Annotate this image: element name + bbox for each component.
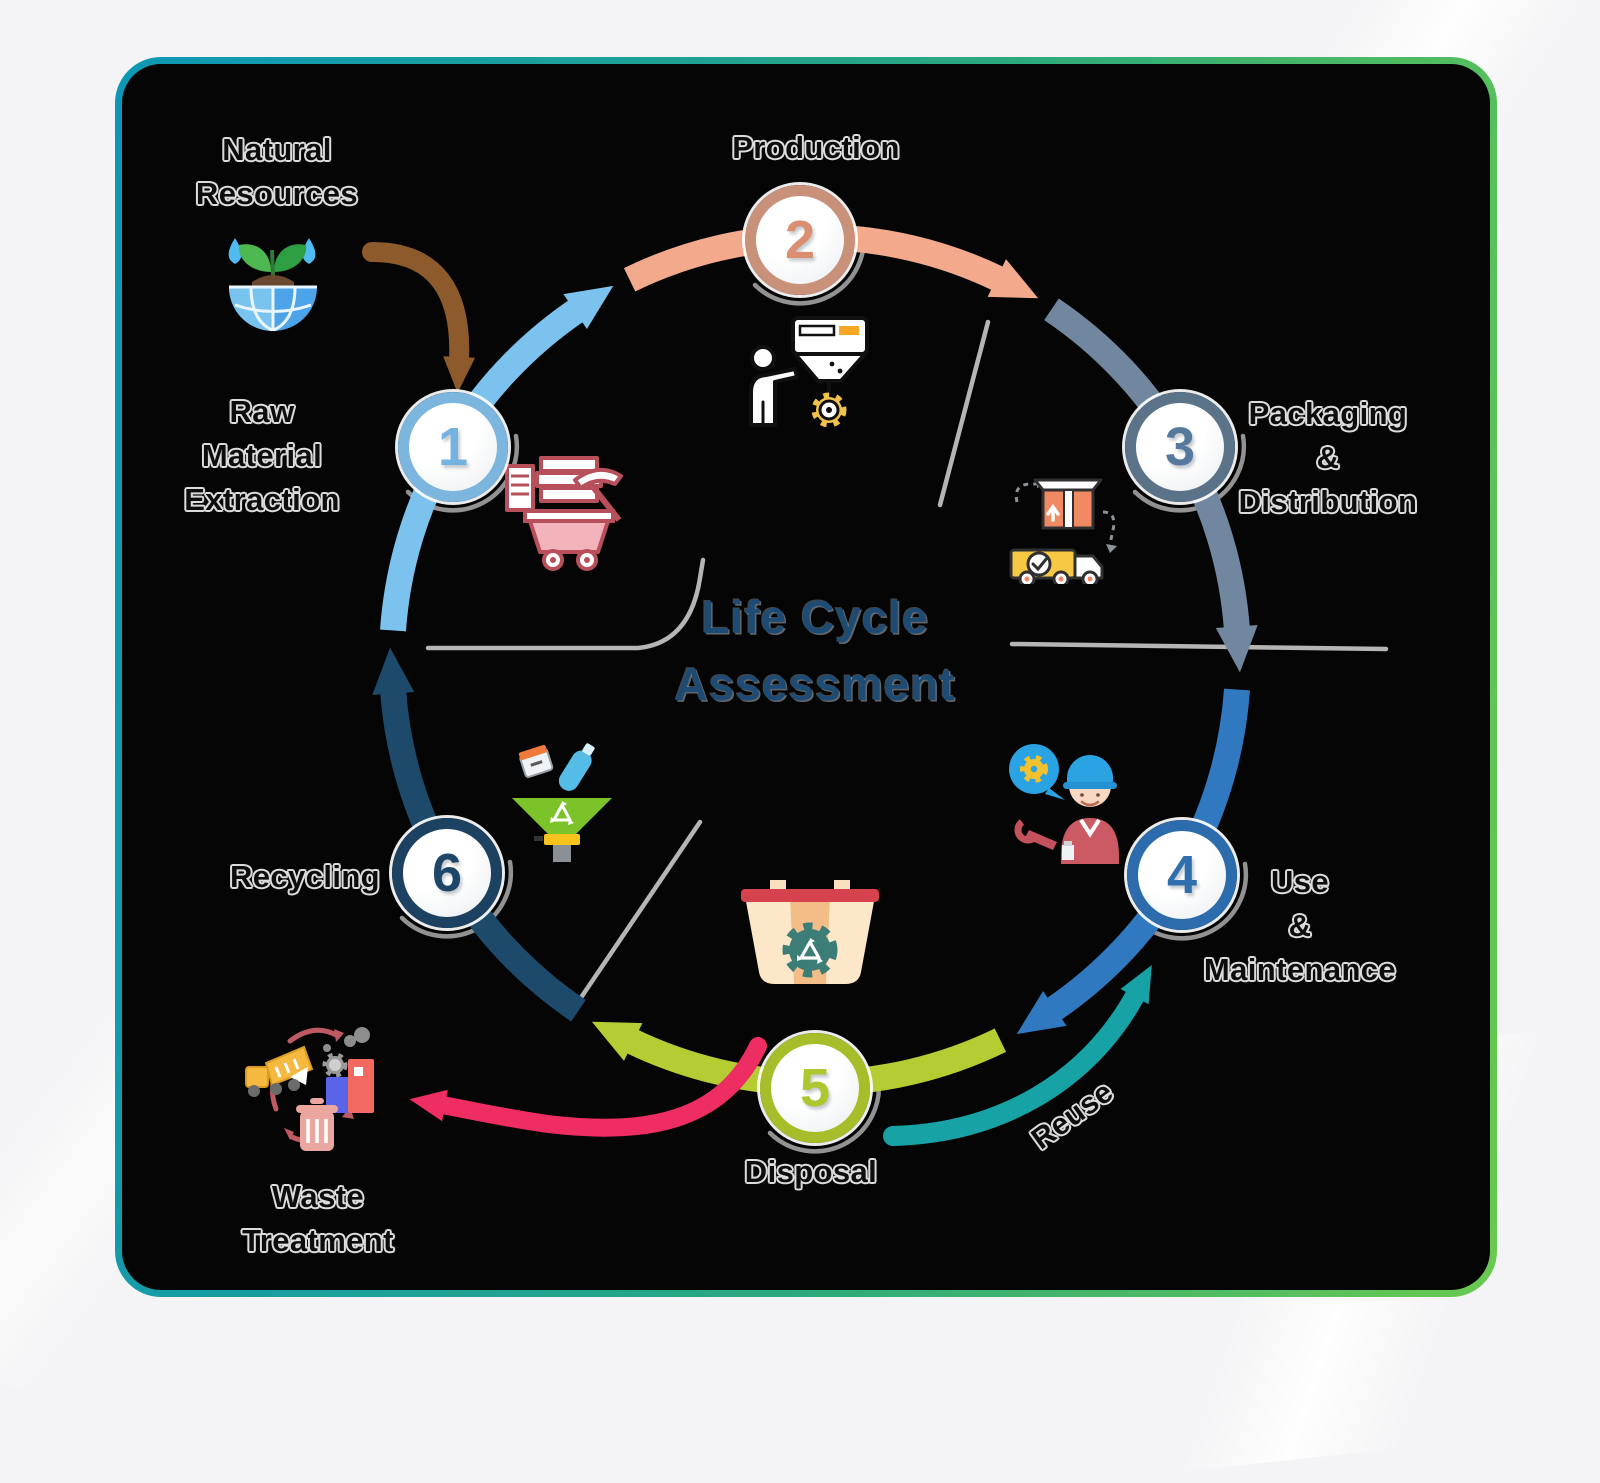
worker-machine-icon: [749, 316, 869, 428]
globe-sprout-icon: [228, 238, 317, 332]
mechanic-icon: [1009, 744, 1119, 864]
arrow-natural-to-raw: [362, 242, 476, 393]
label-packaging-distribution: Packaging & Distribution: [1238, 396, 1418, 520]
stage-circle-production: 2: [745, 185, 855, 295]
box-delivery-truck-icon: [1009, 478, 1117, 584]
stage-number-4: 4: [1166, 845, 1198, 905]
leader-line-right: [1009, 641, 1389, 652]
label-production: Production: [732, 130, 900, 165]
recycling-funnel-icon: [512, 743, 612, 862]
arrow-reuse: [883, 965, 1152, 1146]
leader-line-left: [425, 557, 706, 651]
stage-circle-recycling: 6: [392, 818, 502, 928]
leader-lines: [425, 319, 1389, 1005]
mining-cart-icon: [505, 456, 623, 571]
leader-line-top-right: [937, 319, 991, 508]
stage-circle-use: 4: [1127, 820, 1237, 930]
label-use-maintenance: Use & Maintenance: [1203, 864, 1397, 988]
stage-circle-raw-material: 1: [398, 392, 508, 502]
leader-line-bottom-left: [575, 819, 703, 1005]
stage-number-6: 6: [431, 843, 463, 903]
label-disposal: Disposal: [744, 1154, 878, 1189]
label-natural-resources: Natural Resources: [195, 132, 359, 212]
recycle-bin-gear-icon: [741, 880, 879, 984]
stage-number-1: 1: [437, 417, 469, 477]
stage-circle-disposal: 5: [760, 1033, 870, 1143]
waste-processing-icon: [245, 1027, 374, 1151]
stage-number-5: 5: [799, 1058, 831, 1118]
label-waste-treatment: Waste Treatment: [242, 1179, 394, 1259]
stage-number-2: 2: [784, 210, 816, 270]
stage-number-3: 3: [1164, 417, 1196, 477]
stage-circle-packaging: 3: [1125, 392, 1235, 502]
diagram-title: Life Cycle Assessment: [674, 591, 956, 710]
arrow-disposal-to-waste: [409, 1037, 767, 1137]
label-recycling: Recycling: [229, 859, 381, 894]
label-raw-material-extraction: Raw Material Extraction: [184, 394, 340, 518]
